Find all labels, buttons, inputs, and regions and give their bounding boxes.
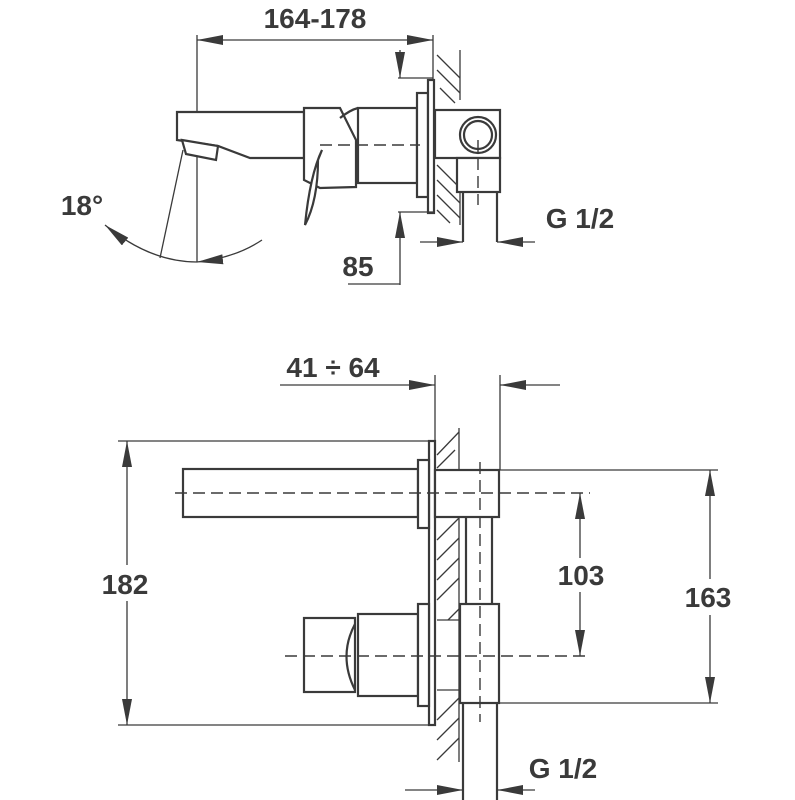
- side-view: 164-178 85: [61, 3, 614, 285]
- angle-line: [159, 149, 184, 259]
- cover-plate: [426, 78, 436, 215]
- label-background: [95, 565, 159, 601]
- dimension-label-wall: 41 ÷ 64: [286, 352, 380, 383]
- dimension-label-total-height: 182: [102, 569, 149, 600]
- angle-arc-left: [104, 224, 198, 263]
- front-view: 41 ÷ 64 182: [95, 352, 741, 800]
- dimension-label-center-distance: 103: [558, 560, 605, 591]
- inlet-circle-outer: [458, 115, 498, 155]
- thread-label-bottom: G 1/2: [529, 753, 597, 784]
- label-background: [677, 579, 741, 615]
- cover-plate: [427, 439, 437, 727]
- valve-body: [356, 612, 420, 698]
- thread-label-top: G 1/2: [546, 203, 614, 234]
- dimension-label-width: 164-178: [264, 3, 367, 34]
- lever-joint: [339, 106, 359, 119]
- lever-handle: [303, 149, 324, 226]
- dimension-label-height: 85: [342, 251, 373, 282]
- lever-handle: [302, 616, 357, 694]
- dimension-label-box-height: 163: [685, 582, 732, 613]
- mixer-flange: [416, 602, 431, 708]
- aerator: [180, 138, 220, 162]
- angle-arc-right: [196, 239, 263, 265]
- angle-label: 18°: [61, 190, 103, 221]
- label-background: [552, 558, 612, 592]
- spout-flange: [416, 458, 431, 530]
- lever-body: [302, 106, 358, 190]
